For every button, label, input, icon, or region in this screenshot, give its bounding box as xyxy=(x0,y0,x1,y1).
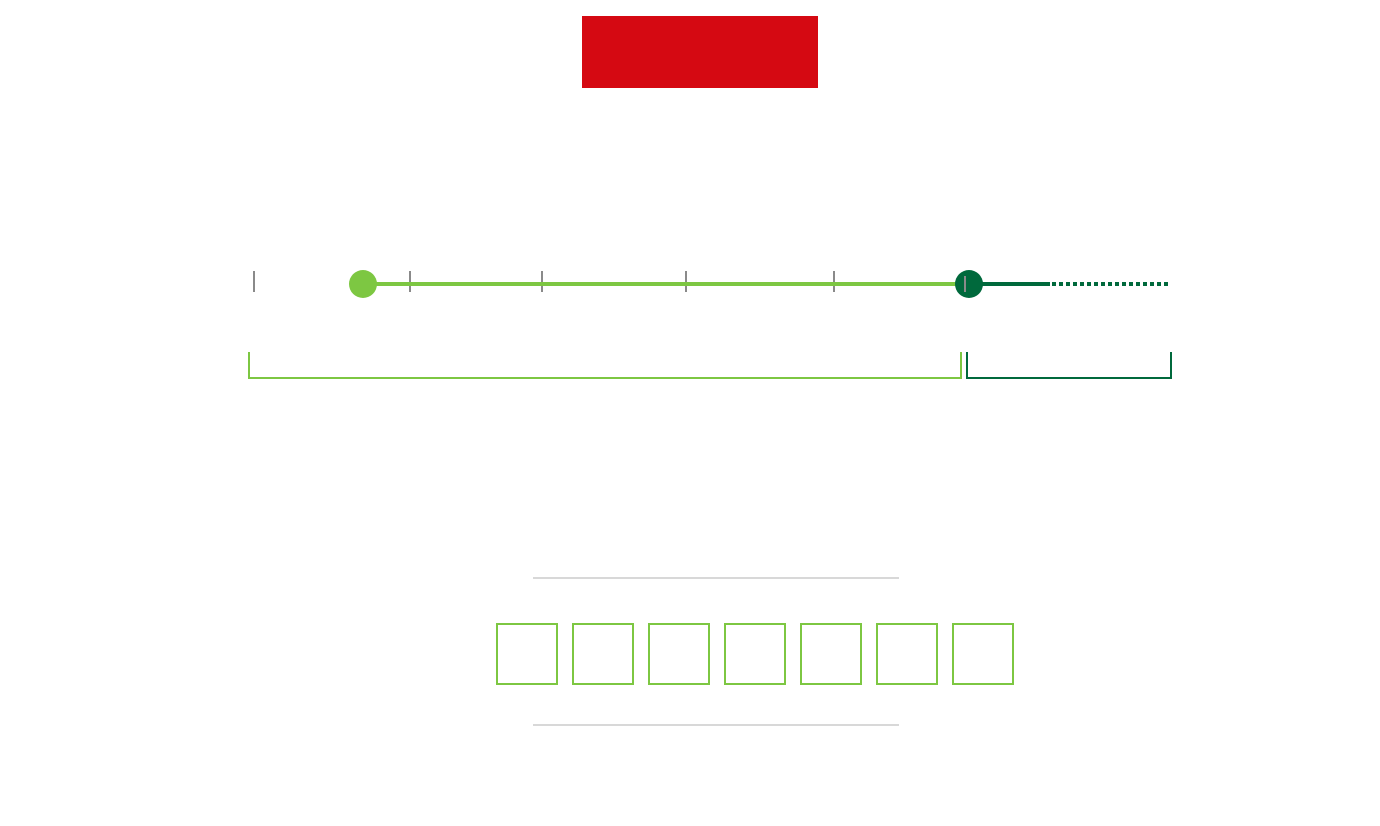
divider-bottom xyxy=(533,724,899,726)
outline-box xyxy=(648,623,710,685)
bracket-primary xyxy=(248,352,962,379)
divider-top xyxy=(533,577,899,579)
milestone-start-dot xyxy=(349,270,377,298)
box-row xyxy=(496,623,1014,685)
outline-box xyxy=(800,623,862,685)
bracket-secondary xyxy=(966,352,1172,379)
outline-box xyxy=(572,623,634,685)
outline-box xyxy=(496,623,558,685)
header-banner xyxy=(582,16,818,88)
milestone-current-dot xyxy=(955,270,983,298)
outline-box xyxy=(724,623,786,685)
outline-box xyxy=(952,623,1014,685)
outline-box xyxy=(876,623,938,685)
